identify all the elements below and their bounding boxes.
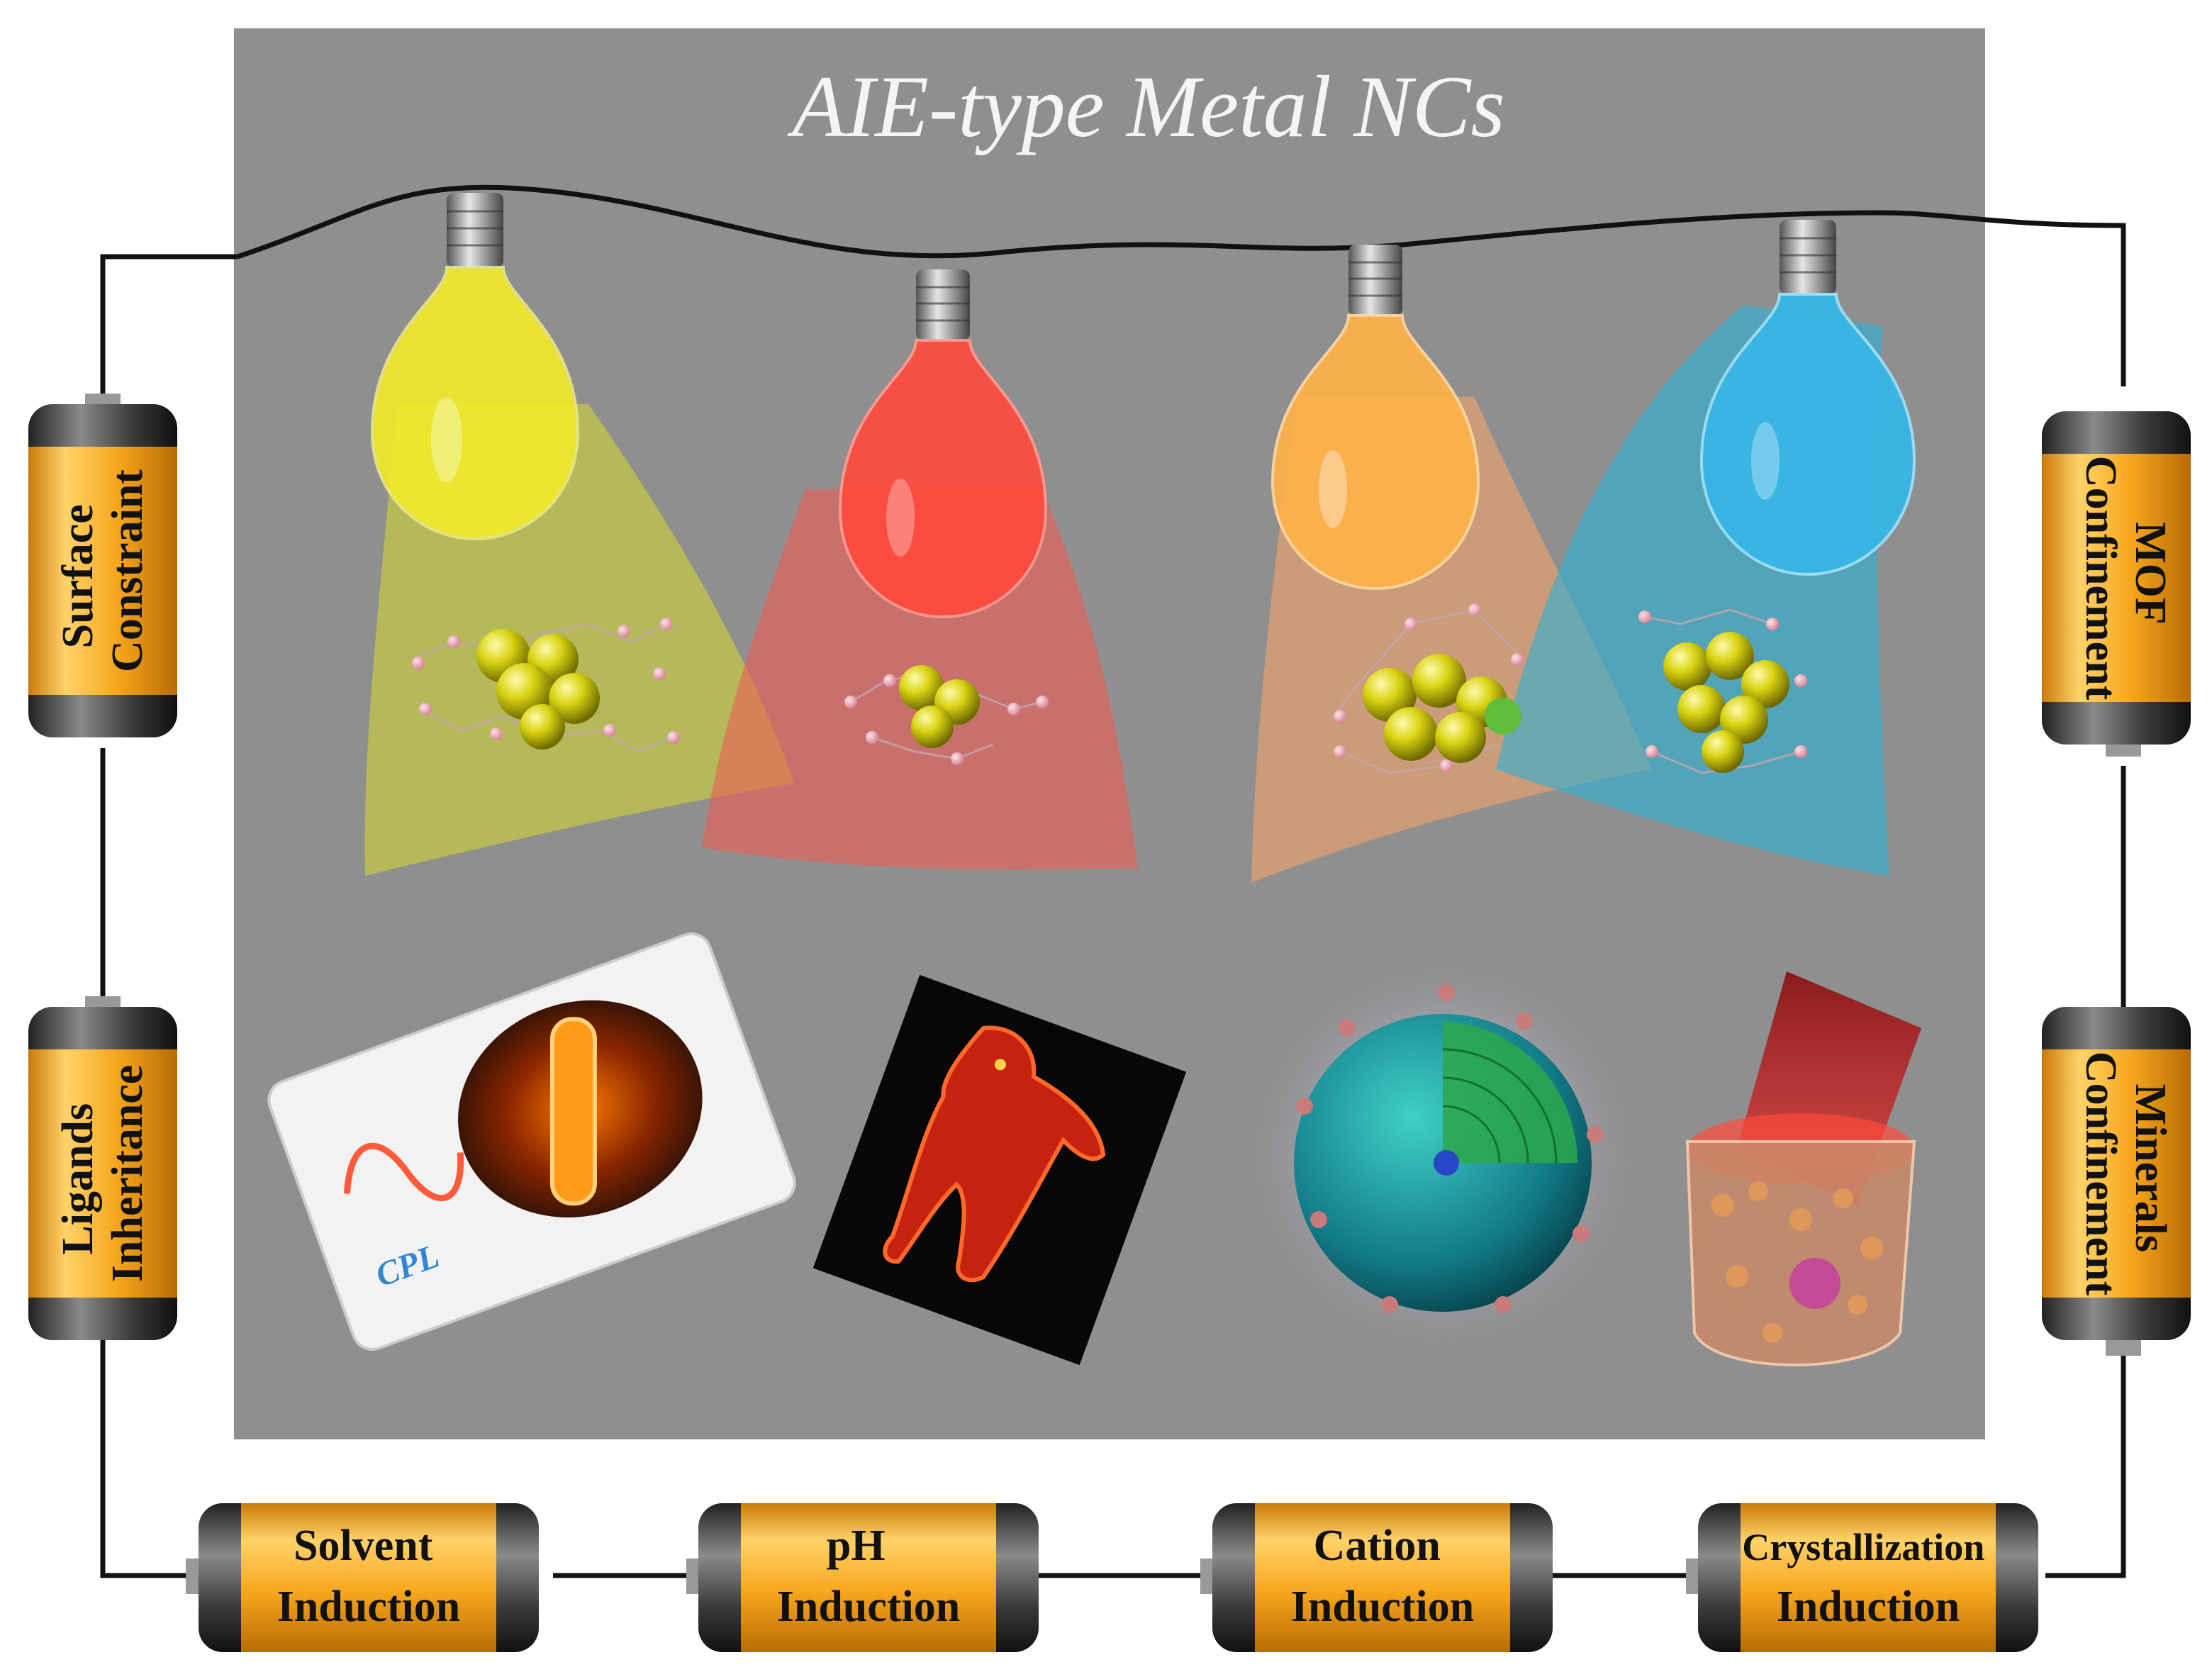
nanoparticle-image bbox=[1244, 957, 1641, 1354]
battery-solvent-induction: Solvent Induction bbox=[186, 1503, 539, 1652]
capsule-image bbox=[1685, 971, 1921, 1366]
battery-ligands-inheritance: Ligands Inheritance bbox=[28, 996, 177, 1340]
cpl-wave bbox=[343, 1142, 464, 1202]
circuit-wire bbox=[100, 184, 2126, 1578]
svg-text:MOF Confinement: MOF Confinement bbox=[2077, 456, 2174, 701]
cluster-1 bbox=[410, 618, 680, 753]
bulb-orange bbox=[1270, 245, 1480, 591]
battery-crystallization-induction: Crystallization Induction bbox=[1686, 1503, 2038, 1652]
svg-text:Ligands Inheritance: Ligands Inheritance bbox=[54, 1065, 152, 1283]
svg-text:Cation Induction: Cation Induction bbox=[1291, 1522, 1474, 1631]
battery-surface-constraint: Surface Constraint bbox=[28, 394, 177, 737]
bulb-yellow bbox=[370, 193, 580, 541]
svg-text:pH Induction: pH Induction bbox=[777, 1522, 960, 1631]
bioimaging-image bbox=[812, 974, 1187, 1366]
battery-minerals-confinement: Minerals Confinement bbox=[2042, 1007, 2191, 1356]
bulb-red bbox=[838, 269, 1048, 619]
svg-text:Surface Constraint: Surface Constraint bbox=[54, 469, 152, 672]
bulb-cyan bbox=[1699, 220, 1916, 576]
svg-text:Crystallization Inductio: Crystallization Induction bbox=[1742, 1526, 1994, 1631]
battery-mof-confinement: MOF Confinement bbox=[2042, 411, 2191, 757]
cluster-2 bbox=[844, 665, 1049, 765]
svg-text:Solvent Induction: Solvent Induction bbox=[277, 1522, 460, 1631]
battery-cation-induction: Cation Induction bbox=[1200, 1503, 1553, 1652]
svg-text:Minerals Confinement: Minerals Confinement bbox=[2077, 1052, 2174, 1296]
diagram-title: AIE-type Metal NCs bbox=[787, 58, 1505, 155]
cluster-3 bbox=[1331, 603, 1524, 774]
battery-ph-induction: pH Induction bbox=[686, 1503, 1039, 1652]
cpl-card: CPL bbox=[267, 932, 796, 1351]
hamster-silhouette bbox=[883, 1025, 1106, 1283]
cluster-4 bbox=[1638, 608, 1807, 774]
